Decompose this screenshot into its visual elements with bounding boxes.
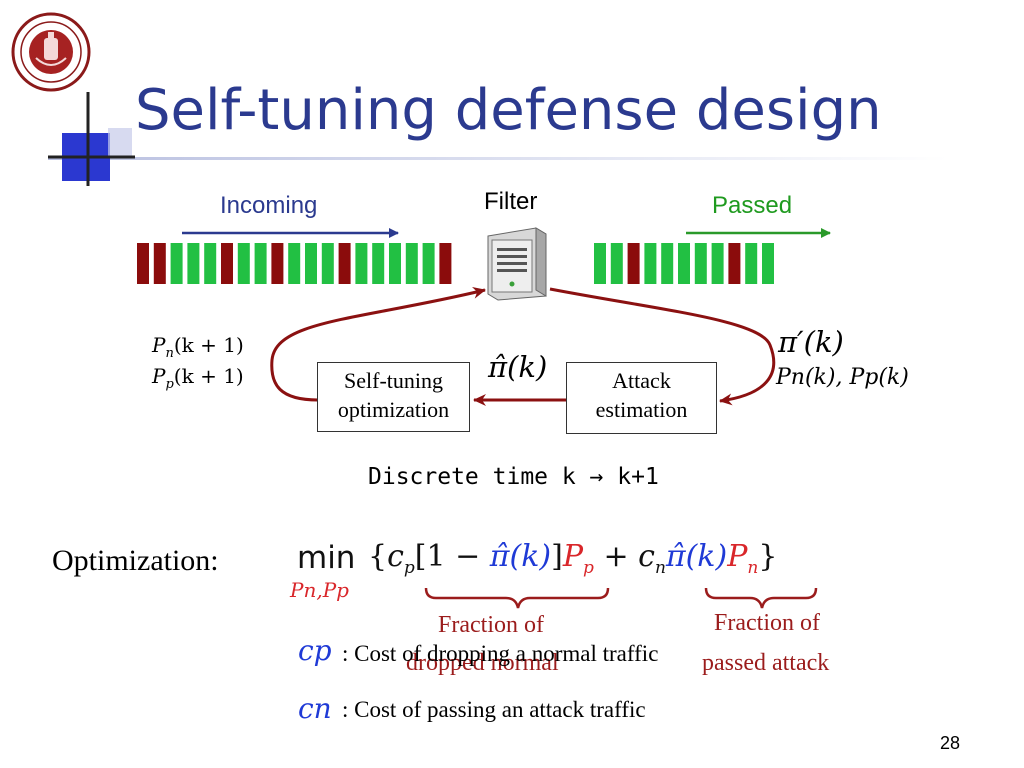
loop-arrow-left-top	[270, 286, 486, 402]
brace-right-line2: passed attack	[702, 650, 830, 676]
passed-normal-packet	[678, 243, 690, 284]
min-operator: min	[297, 540, 356, 576]
filter-server-icon	[487, 227, 547, 301]
definition-symbol-cn: cn	[298, 692, 332, 725]
left-formula-line2: Pp(k + 1)	[152, 364, 244, 392]
incoming-packet-stream	[137, 243, 452, 284]
passed-normal-packet	[661, 243, 674, 284]
pi-hat-label: π̂(k)	[488, 350, 548, 384]
normal-packet	[187, 243, 200, 284]
normal-packet	[355, 243, 368, 284]
normal-packet	[288, 243, 301, 284]
passed-normal-packet	[594, 243, 606, 284]
passed-normal-packet	[644, 243, 657, 284]
passed-normal-packet	[745, 243, 758, 284]
normal-packet	[405, 243, 418, 284]
attack-packet	[153, 243, 166, 284]
normal-packet	[372, 243, 385, 284]
title-rule	[48, 157, 948, 160]
normal-packet	[254, 243, 267, 284]
objective-expression: {cp[1 − π̂(k)]Pp + cnπ̂(k)Pn}	[368, 539, 778, 578]
normal-packet	[305, 243, 317, 284]
brace-left-line1: Fraction of	[438, 612, 544, 638]
optimization-label: Optimization:	[52, 544, 219, 577]
brace-right-line1: Fraction of	[714, 610, 820, 636]
underbrace-passed-attack	[704, 587, 818, 609]
normal-packet	[204, 243, 217, 284]
passed-normal-packet	[694, 243, 707, 284]
normal-packet	[321, 243, 334, 284]
selftuning-line2: optimization	[337, 397, 450, 422]
brace-left-line2: dropped normal	[406, 650, 559, 676]
discrete-time-label: Discrete time k → k+1	[368, 464, 659, 490]
selftuning-line1: Self-tuning	[344, 368, 443, 393]
university-seal-icon	[11, 12, 91, 92]
attack-packet	[439, 243, 452, 284]
page-number: 28	[940, 733, 961, 753]
attack-line1: Attack	[612, 368, 671, 393]
passed-label: Passed	[712, 192, 793, 219]
slide-title: Self-tuning defense design	[135, 78, 882, 143]
normal-packet	[237, 243, 250, 284]
attack-packet	[221, 243, 233, 284]
min-subscript: Pn,Pp	[290, 578, 349, 602]
passed-normal-packet	[762, 243, 774, 284]
underbraces	[424, 587, 818, 609]
normal-packet	[422, 243, 435, 284]
attack-packet	[271, 243, 284, 284]
defense-diagram	[137, 227, 831, 406]
underbrace-dropped-normal	[424, 587, 610, 609]
attack-packet	[137, 243, 149, 284]
filter-label: Filter	[484, 188, 538, 215]
attack-estimation-box: Attack estimation	[566, 362, 717, 434]
definition-symbol-cp: cp	[298, 634, 332, 667]
normal-packet	[170, 243, 183, 284]
definition-text-cp: : Cost of dropping a normal traffic	[342, 641, 659, 666]
passed-attack-packet	[728, 243, 741, 284]
passed-packet-stream	[594, 243, 774, 284]
attack-packet	[338, 243, 351, 284]
corner-square-shadow	[108, 128, 132, 156]
loop-arrow-right-top	[549, 287, 776, 406]
right-formula: Pn(k), Pp(k)	[776, 365, 909, 390]
incoming-label: Incoming	[220, 192, 318, 219]
definition-text-cn: : Cost of passing an attack traffic	[342, 697, 646, 722]
passed-normal-packet	[610, 243, 623, 284]
passed-attack-packet	[627, 243, 640, 284]
slide-decoration	[11, 12, 948, 186]
pi-prime-label: π′(k)	[778, 325, 844, 359]
attack-line2: estimation	[595, 397, 688, 422]
normal-packet	[389, 243, 401, 284]
left-formula-line1: Pn(k + 1)	[152, 333, 244, 361]
selftuning-optimization-box: Self-tuning optimization	[317, 362, 470, 432]
passed-normal-packet	[711, 243, 724, 284]
